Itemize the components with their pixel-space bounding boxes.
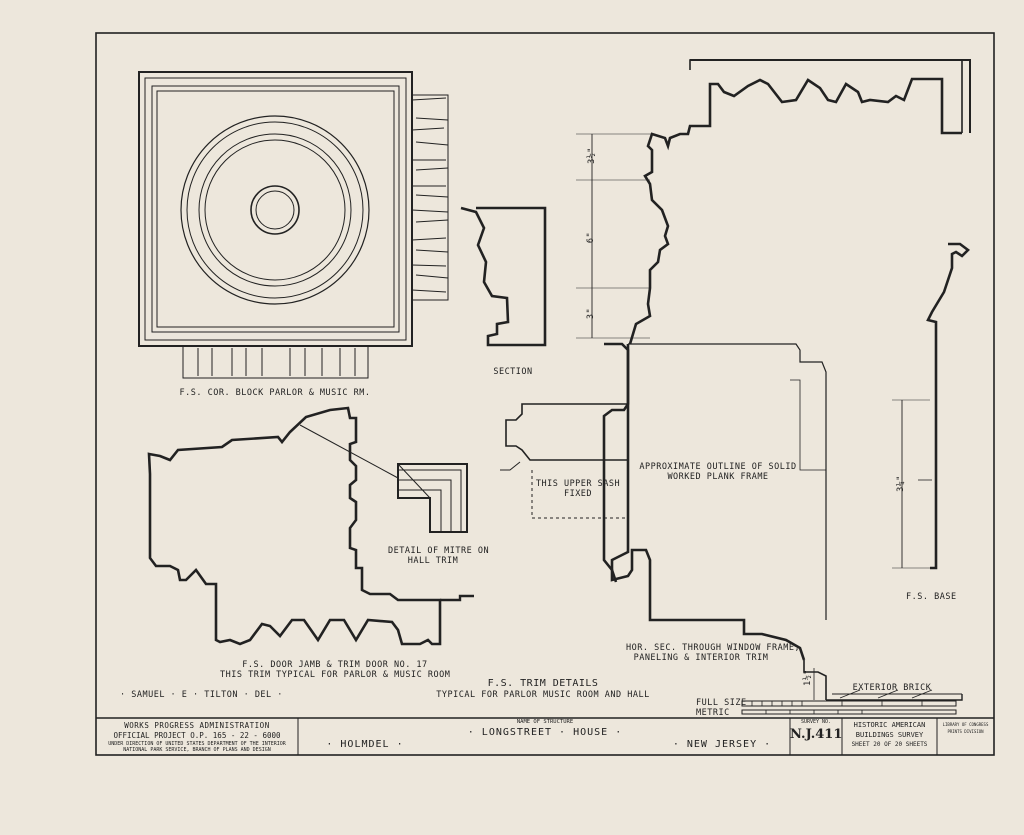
- habs-line-2: BUILDINGS SURVEY: [855, 731, 924, 739]
- door-jamb-label-1: F.S. DOOR JAMB & TRIM DOOR NO. 17: [242, 660, 428, 670]
- metric-scale-label: METRIC: [696, 708, 730, 718]
- corner-block-label: F.S. COR. BLOCK PARLOR & MUSIC RM.: [179, 388, 371, 398]
- upper-sash-label-1: THIS UPPER SASH: [535, 479, 621, 489]
- hor-sec-label-1: HOR. SEC. THROUGH WINDOW FRAME,: [626, 643, 801, 653]
- door-jamb-label-2: THIS TRIM TYPICAL FOR PARLOR & MUSIC ROO…: [220, 670, 451, 680]
- dimension-6: 6": [586, 231, 597, 244]
- full-size-scale-label: FULL SIZE: [696, 698, 747, 708]
- dimension-1-5: 1½": [802, 669, 813, 686]
- structure-name: · LONGSTREET · HOUSE ·: [467, 727, 623, 738]
- plank-label-1: APPROXIMATE OUTLINE OF SOLID: [639, 462, 797, 472]
- dimension-3-25: 3¼": [895, 475, 906, 492]
- agency-line-1: WORKS PROGRESS ADMINISTRATION: [124, 721, 270, 730]
- library-stamp-1: LIBRARY OF CONGRESS: [942, 722, 989, 727]
- horizontal-section-drawing: [500, 59, 971, 701]
- habs-line-1: HISTORIC AMERICAN: [853, 721, 926, 729]
- agency-line-4: NATIONAL PARK SERVICE, BRANCH OF PLANS A…: [123, 747, 271, 753]
- dimension-lines: [576, 133, 930, 700]
- exterior-brick-label: EXTERIOR BRICK: [852, 683, 932, 693]
- upper-sash-label-2: FIXED: [563, 489, 593, 499]
- sheet-number: SHEET 20 OF 20 SHEETS: [851, 741, 928, 748]
- dimension-3: 3": [586, 307, 597, 320]
- section-label: SECTION: [493, 367, 533, 377]
- state-name: · NEW JERSEY ·: [672, 739, 772, 750]
- trim-details-title: F.S. TRIM DETAILS: [487, 678, 599, 689]
- mitre-label-2: HALL TRIM: [407, 556, 459, 566]
- library-stamp-2: PRINTS DIVISION: [947, 729, 984, 734]
- sheet-border: [95, 32, 995, 756]
- city-name: · HOLMDEL ·: [326, 739, 404, 750]
- survey-number-caption: SURVEY NO.: [800, 719, 832, 725]
- plank-label-2: WORKED PLANK FRAME: [667, 472, 769, 482]
- delineator-credit: · SAMUEL · E · TILTON · DEL ·: [120, 690, 283, 700]
- scale-bars: [741, 700, 957, 715]
- corner-block-drawing: [138, 71, 449, 379]
- door-jamb-drawing: [147, 406, 474, 646]
- survey-number: N.J.411: [790, 727, 843, 742]
- mitre-label-1: DETAIL OF MITRE ON: [388, 546, 490, 556]
- dimension-3-5: 3½": [586, 147, 597, 164]
- fs-base-label: F.S. BASE: [906, 592, 957, 602]
- agency-line-3: UNDER DIRECTION OF UNITED STATES DEPARTM…: [108, 741, 286, 747]
- trim-details-subtitle: TYPICAL FOR PARLOR MUSIC ROOM AND HALL: [436, 690, 650, 700]
- structure-name-caption: NAME OF STRUCTURE: [516, 719, 574, 725]
- base-profile-drawing: [918, 242, 970, 570]
- hor-sec-label-2: PANELING & INTERIOR TRIM: [633, 653, 769, 663]
- agency-line-2: OFFICIAL PROJECT O.P. 165 - 22 - 6000: [113, 731, 281, 740]
- section-drawing: [460, 206, 547, 347]
